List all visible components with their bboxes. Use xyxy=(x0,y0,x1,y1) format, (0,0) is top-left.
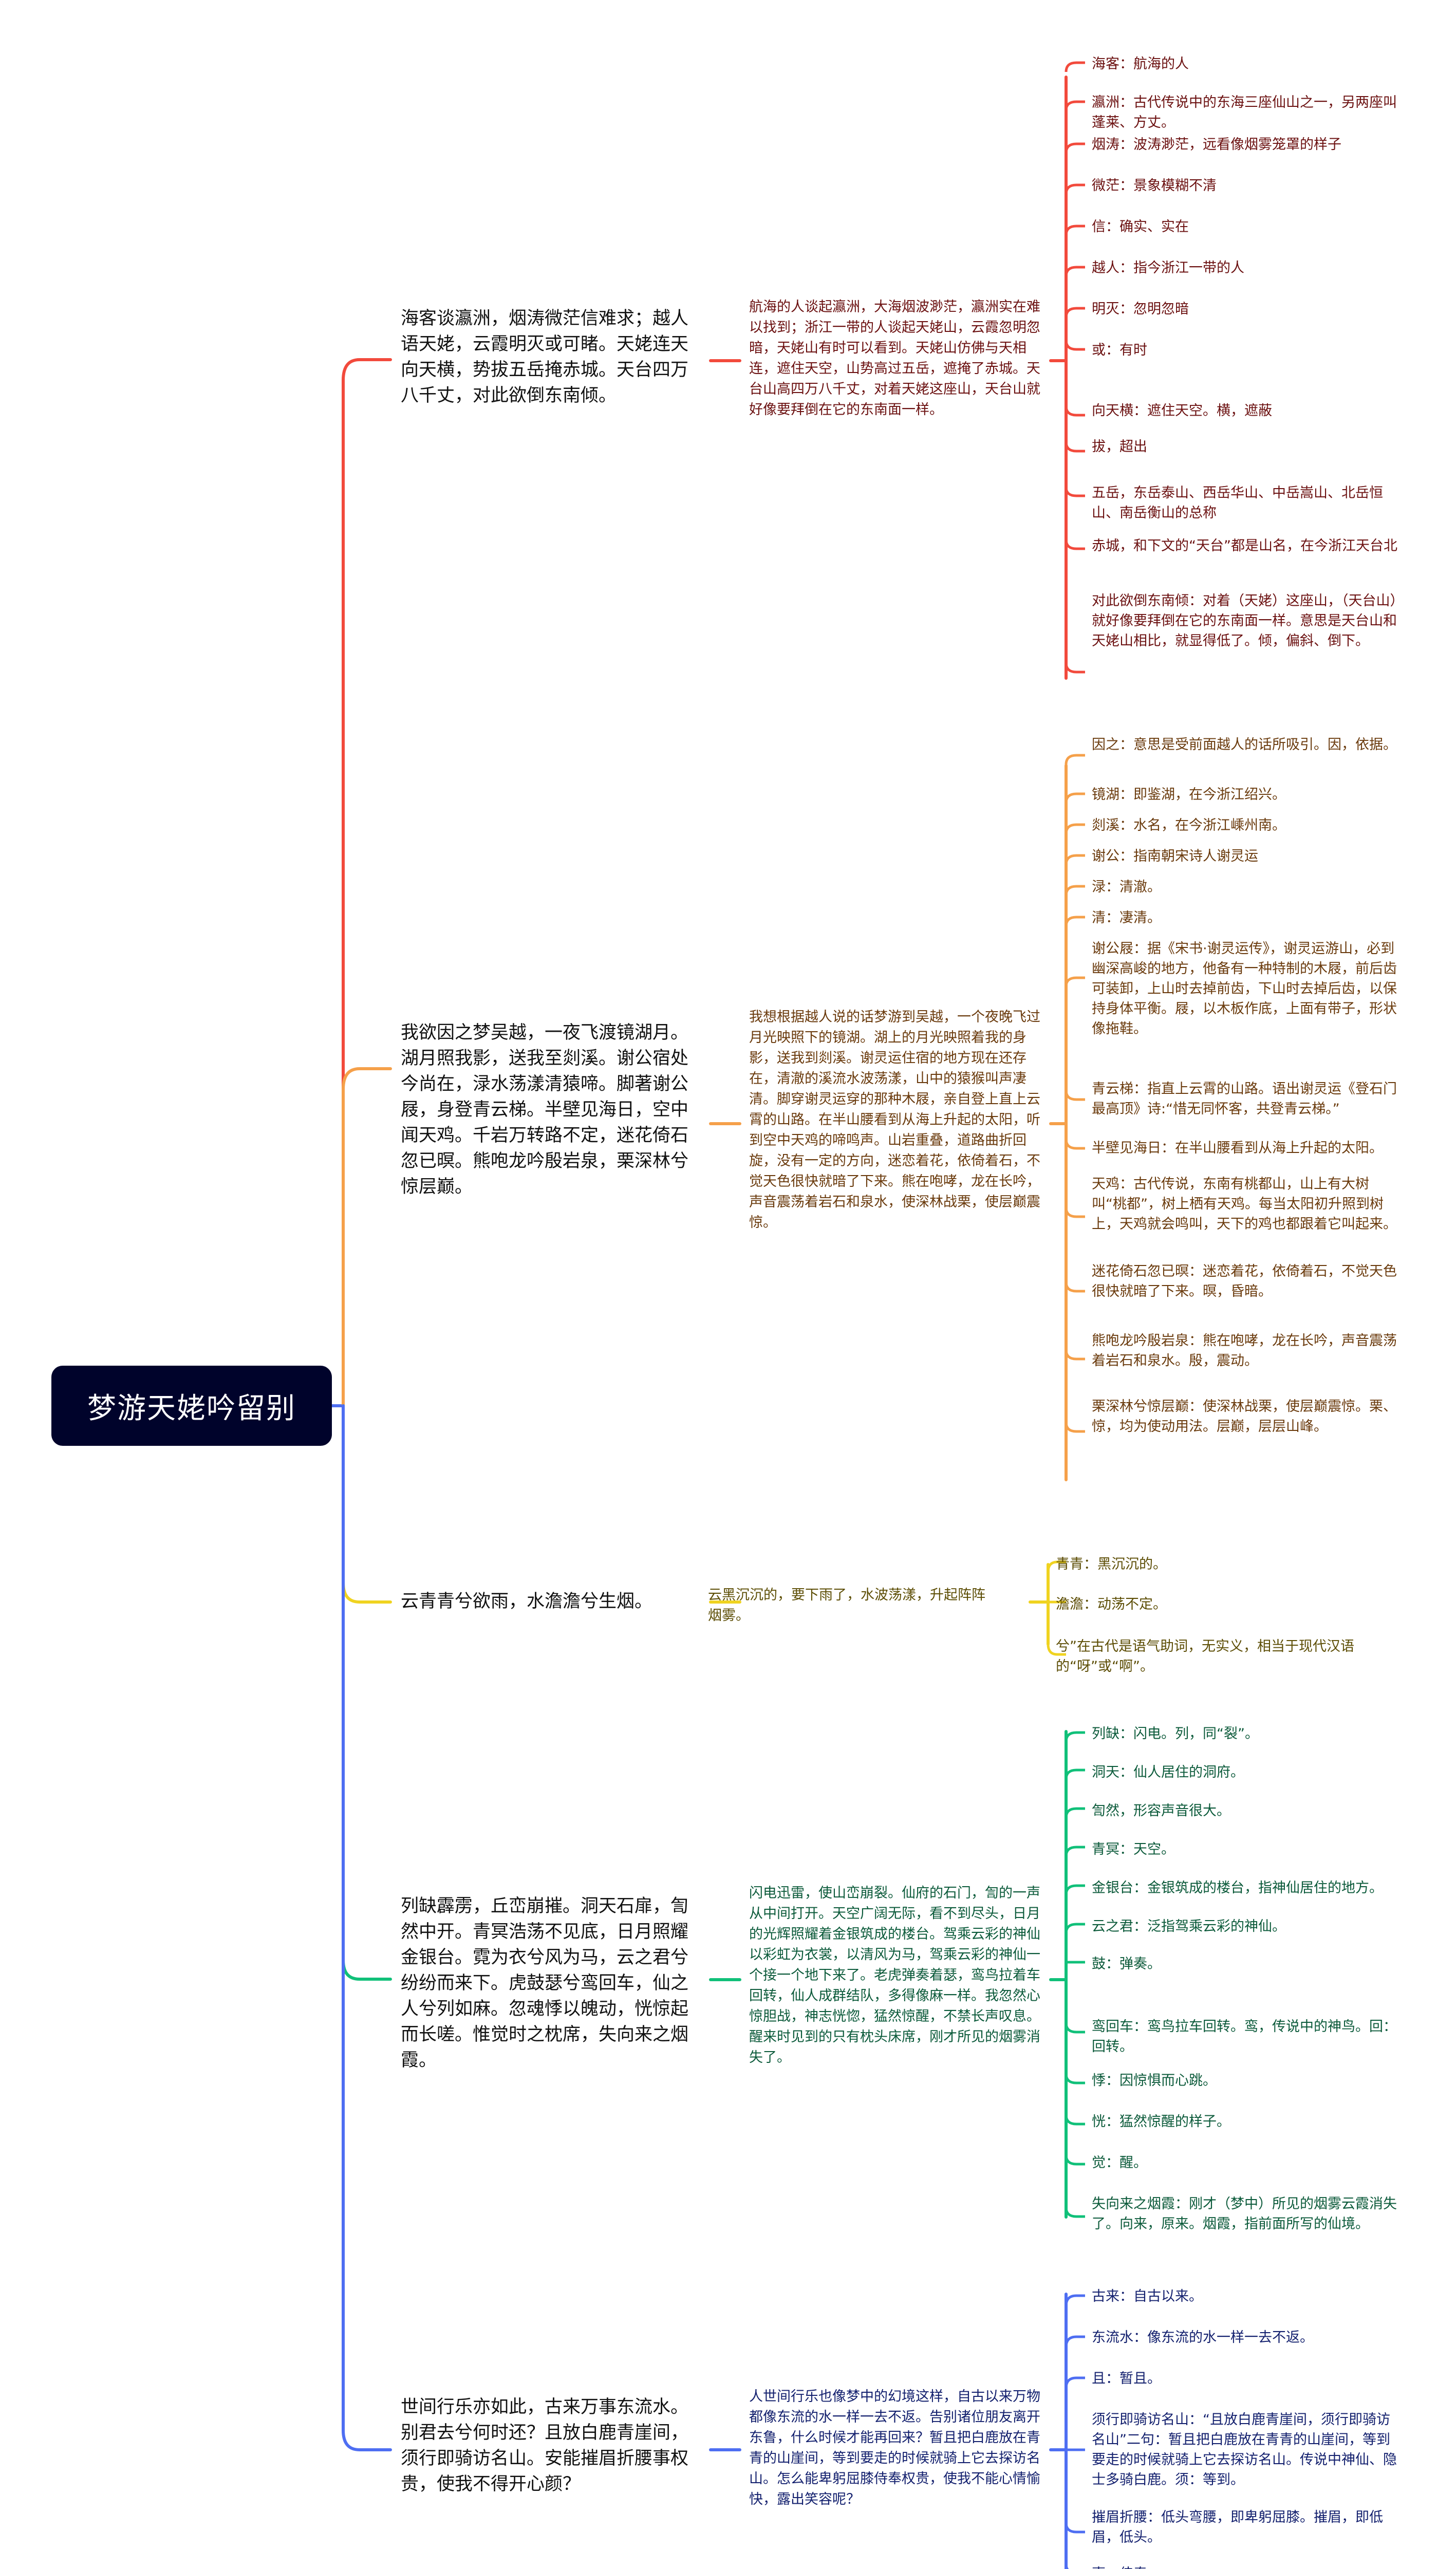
verse-text: 世间行乐亦如此，古来万事东流水。别君去兮何时还？且放白鹿青崖间，须行即骑访名山。… xyxy=(401,2397,689,2494)
translation-text: 闪电迅雷，使山峦崩裂。仙府的石门，訇的一声从中间打开。天空广阔无际，看不到尽头，… xyxy=(749,1885,1040,2065)
note-item[interactable]: 失向来之烟霞：刚才（梦中）所见的烟雾云霞消失了。向来，原来。烟霞，指前面所写的仙… xyxy=(1092,2196,1397,2232)
translation-node-5[interactable]: 人世间行乐也像梦中的幻境这样，自古以来万物都像东流的水一样一去不返。告别诸位朋友… xyxy=(749,2387,1047,2510)
translation-node-3[interactable]: 云黑沉沉的，要下雨了，水波荡漾，升起阵阵烟雾。 xyxy=(708,1585,996,1626)
note-item[interactable]: 须行即骑访名山：“且放白鹿青崖间，须行即骑访名山”二句：暂且把白鹿放在青青的山崖… xyxy=(1092,2412,1397,2488)
translation-text: 我想根据越人说的话梦游到吴越，一个夜晚飞过月光映照下的镜湖。湖上的月光映照着我的… xyxy=(749,1009,1040,1231)
root-title: 梦游天姥吟留别 xyxy=(87,1391,296,1425)
note-item[interactable]: 海客：航海的人 xyxy=(1092,56,1189,72)
note-item[interactable]: 且：暂且。 xyxy=(1092,2371,1161,2387)
note-item[interactable]: 金银台：金银筑成的楼台，指神仙居住的地方。 xyxy=(1092,1880,1383,1896)
note-item[interactable]: 清：凄清。 xyxy=(1092,910,1161,926)
note-item[interactable]: 谢公屐：据《宋书·谢灵运传》，谢灵运游山，必到幽深高峻的地方，他备有一种特制的木… xyxy=(1092,941,1397,1037)
note-item[interactable]: 古来：自古以来。 xyxy=(1092,2288,1203,2304)
note-item[interactable]: 半壁见海日：在半山腰看到从海上升起的太阳。 xyxy=(1092,1140,1383,1156)
note-item[interactable]: 信：确实、实在 xyxy=(1092,219,1189,235)
note-item[interactable]: 谢公：指南朝宋诗人谢灵运 xyxy=(1092,848,1258,864)
note-item[interactable]: 悸：因惊惧而心跳。 xyxy=(1092,2073,1217,2089)
translation-node-4[interactable]: 闪电迅雷，使山峦崩裂。仙府的石门，訇的一声从中间打开。天空广阔无际，看不到尽头，… xyxy=(749,1883,1047,2068)
verse-node-1[interactable]: 海客谈瀛洲，烟涛微茫信难求；越人语天姥，云霞明灭或可睹。天姥连天向天横，势拔五岳… xyxy=(401,306,699,408)
note-item[interactable]: 迷花倚石忽已暝：迷恋着花，依倚着石，不觉天色很快就暗了下来。暝，昏暗。 xyxy=(1092,1263,1397,1299)
note-item[interactable]: 赤城，和下文的“天台”都是山名，在今浙江天台北 xyxy=(1092,538,1397,554)
verse-text: 海客谈瀛洲，烟涛微茫信难求；越人语天姥，云霞明灭或可睹。天姥连天向天横，势拔五岳… xyxy=(401,308,689,406)
note-item[interactable]: 微茫：景象模糊不清 xyxy=(1092,178,1217,194)
note-item[interactable]: 或：有时 xyxy=(1092,342,1147,358)
note-item[interactable]: 烟涛：波涛渺茫，远看像烟雾笼罩的样子 xyxy=(1092,137,1341,153)
note-item[interactable]: 明灭：忽明忽暗 xyxy=(1092,301,1189,317)
note-item[interactable]: 事：侍奉。 xyxy=(1092,2564,1397,2569)
verse-text: 云青青兮欲雨，水澹澹兮生烟。 xyxy=(401,1591,653,1612)
note-item[interactable]: 因之：意思是受前面越人的话所吸引。因，依据。 xyxy=(1092,737,1397,753)
verse-node-3[interactable]: 云青青兮欲雨，水澹澹兮生烟。 xyxy=(401,1589,699,1614)
note-item[interactable]: 东流水：像东流的水一样一去不返。 xyxy=(1092,2330,1314,2345)
note-item[interactable]: 澹澹：动荡不定。 xyxy=(1056,1596,1167,1612)
note-item[interactable]: 鸾回车：鸾鸟拉车回转。鸾，传说中的神鸟。回：回转。 xyxy=(1092,2019,1397,2055)
note-item[interactable]: 恍：猛然惊醒的样子。 xyxy=(1092,2114,1230,2130)
note-item[interactable]: 云之君：泛指驾乘云彩的神仙。 xyxy=(1092,1919,1286,1934)
note-item[interactable]: 天鸡：古代传说，东南有桃都山，山上有大树叫“桃都”，树上栖有天鸡。每当太阳初升照… xyxy=(1092,1176,1397,1232)
verse-node-2[interactable]: 我欲因之梦吴越，一夜飞渡镜湖月。湖月照我影，送我至剡溪。谢公宿处今尚在，渌水荡漾… xyxy=(401,1020,699,1200)
note-item[interactable]: 洞天：仙人居住的洞府。 xyxy=(1092,1764,1244,1780)
note-item[interactable]: 五岳，东岳泰山、西岳华山、中岳嵩山、北岳恒山、南岳衡山的总称 xyxy=(1092,485,1383,521)
note-item[interactable]: 瀛洲：古代传说中的东海三座仙山之一，另两座叫蓬莱、方丈。 xyxy=(1092,95,1397,131)
note-item[interactable]: 觉：醒。 xyxy=(1092,2155,1147,2171)
translation-text: 云黑沉沉的，要下雨了，水波荡漾，升起阵阵烟雾。 xyxy=(708,1587,985,1624)
note-item[interactable]: 鼓：弹奏。 xyxy=(1092,1956,1161,1972)
note-item[interactable]: 栗深林兮惊层巅：使深林战栗，使层巅震惊。栗、惊，均为使动用法。层巅，层层山峰。 xyxy=(1092,1399,1397,1435)
note-item[interactable]: 向天横：遮住天空。横，遮蔽 xyxy=(1092,403,1272,419)
translation-node-2[interactable]: 我想根据越人说的话梦游到吴越，一个夜晚飞过月光映照下的镜湖。湖上的月光映照着我的… xyxy=(749,1007,1047,1233)
translation-node-1[interactable]: 航海的人谈起瀛洲，大海烟波渺茫，瀛洲实在难以找到；浙江一带的人谈起天姥山，云霞忽… xyxy=(749,297,1047,420)
note-item[interactable]: 摧眉折腰：低头弯腰，即卑躬屈膝。摧眉，即低眉，低头。 xyxy=(1092,2509,1383,2545)
note-item[interactable]: 青青：黑沉沉的。 xyxy=(1056,1556,1167,1572)
note-item[interactable]: 渌：清澈。 xyxy=(1092,879,1161,895)
note-item[interactable]: 訇然，形容声音很大。 xyxy=(1092,1803,1230,1819)
translation-text: 人世间行乐也像梦中的幻境这样，自古以来万物都像东流的水一样一去不返。告别诸位朋友… xyxy=(749,2389,1040,2507)
note-item[interactable]: 青云梯：指直上云霄的山路。语出谢灵运《登石门最高顶》诗:“惜无同怀客，共登青云梯… xyxy=(1092,1081,1397,1117)
note-item[interactable]: 越人：指今浙江一带的人 xyxy=(1092,260,1244,276)
verse-text: 我欲因之梦吴越，一夜飞渡镜湖月。湖月照我影，送我至剡溪。谢公宿处今尚在，渌水荡漾… xyxy=(401,1022,689,1197)
verse-node-5[interactable]: 世间行乐亦如此，古来万事东流水。别君去兮何时还？且放白鹿青崖间，须行即骑访名山。… xyxy=(401,2394,699,2497)
note-item[interactable]: 镜湖：即鉴湖，在今浙江绍兴。 xyxy=(1092,787,1286,803)
translation-text: 航海的人谈起瀛洲，大海烟波渺茫，瀛洲实在难以找到；浙江一带的人谈起天姥山，云霞忽… xyxy=(749,299,1040,418)
verse-node-4[interactable]: 列缺霹雳，丘峦崩摧。洞天石扉，訇然中开。青冥浩荡不见底，日月照耀金银台。霓为衣兮… xyxy=(401,1893,699,2073)
note-item[interactable]: 拔，超出 xyxy=(1092,439,1147,455)
note-item[interactable]: 青冥：天空。 xyxy=(1092,1841,1175,1857)
note-item[interactable]: 对此欲倒东南倾：对着（天姥）这座山，（天台山）就好像要拜倒在它的东南面一样。意思… xyxy=(1092,593,1397,649)
note-item[interactable]: 熊咆龙吟殷岩泉：熊在咆哮，龙在长吟，声音震荡着岩石和泉水。殷，震动。 xyxy=(1092,1333,1397,1369)
note-item[interactable]: 剡溪：水名，在今浙江嵊州南。 xyxy=(1092,817,1286,833)
note-item[interactable]: 兮”在古代是语气助词，无实义，相当于现代汉语的“呀”或“啊”。 xyxy=(1056,1639,1354,1674)
note-item[interactable]: 列缺：闪电。列，同“裂”。 xyxy=(1092,1726,1259,1742)
verse-text: 列缺霹雳，丘峦崩摧。洞天石扉，訇然中开。青冥浩荡不见底，日月照耀金银台。霓为衣兮… xyxy=(401,1896,689,2071)
root-node[interactable]: 梦游天姥吟留别 xyxy=(51,1366,332,1446)
